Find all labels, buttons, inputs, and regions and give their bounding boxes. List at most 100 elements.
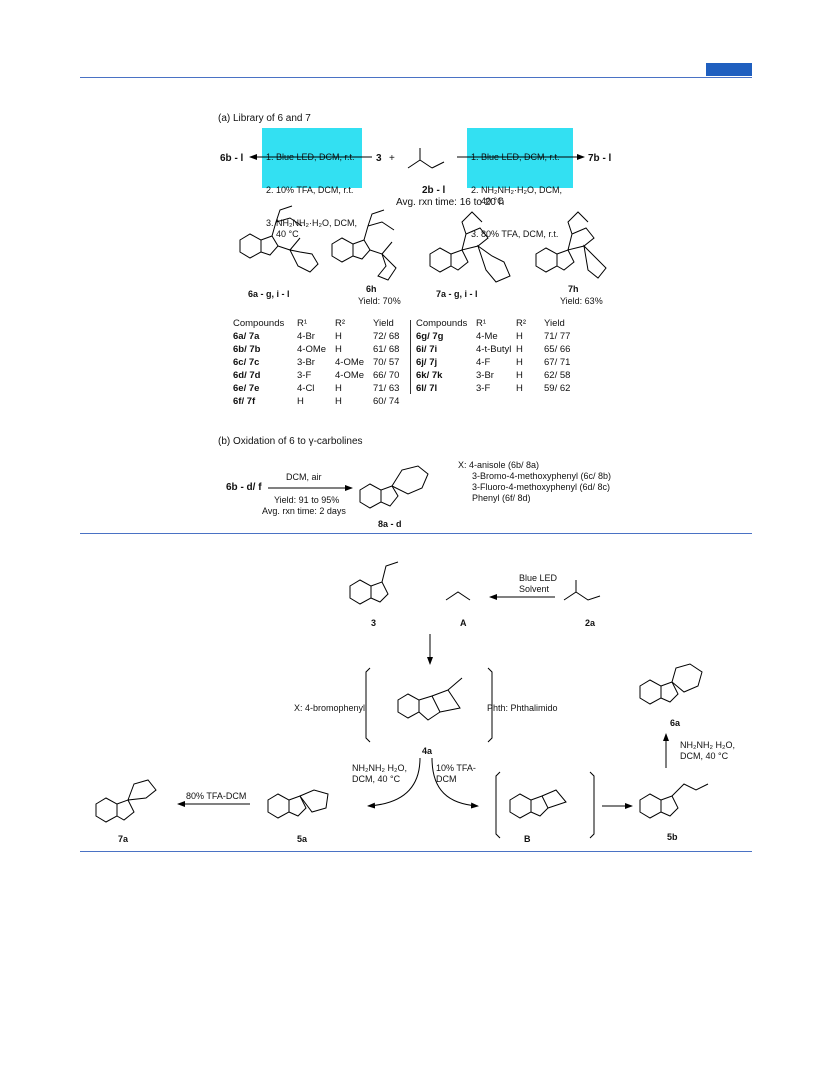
mech-label-5b: 5b	[667, 832, 678, 842]
x-item: 3-Fluoro-4-methoxyphenyl (6d/ 8c)	[472, 482, 611, 492]
cell-yield: 67/ 71	[544, 357, 571, 368]
structure-label-6h: 6h	[366, 284, 377, 294]
table-row: 6j/ 7j 4-F H 67/ 71	[416, 357, 581, 370]
cell-compound: 6a/ 7a	[233, 331, 260, 342]
right-product-label: 7b - l	[588, 153, 612, 164]
col-header: R²	[516, 318, 527, 329]
section-rule-2	[80, 851, 752, 852]
cell-compound: 6e/ 7e	[233, 383, 260, 394]
spiro-7a-mech-structure	[95, 779, 157, 823]
col-header: R¹	[297, 318, 308, 329]
header-accent-block	[706, 63, 752, 76]
panel-a-title: (a) Library of 6 and 7	[218, 113, 311, 124]
indole-3-structure	[349, 561, 399, 605]
spiro-7a-structure	[429, 211, 511, 283]
tfa-line: DCM	[436, 774, 457, 784]
cell-r2: H	[516, 344, 523, 355]
col-header: Compounds	[416, 318, 468, 329]
cell-r2: H	[516, 357, 523, 368]
col-header: Compounds	[233, 318, 285, 329]
mech-label-6a: 6a	[670, 718, 681, 728]
cell-r2: H	[516, 370, 523, 381]
mech-blue-led: Blue LED	[519, 573, 558, 583]
col-header: R²	[335, 318, 346, 329]
cyclopropane-4a-structure	[365, 667, 493, 743]
indole-5b-structure	[639, 783, 709, 819]
cell-r1: 3-F	[476, 383, 491, 394]
cell-compound: 6l/ 7l	[416, 383, 438, 394]
col-header: R¹	[476, 318, 487, 329]
x-item: X: 4-anisole (6b/ 8a)	[458, 460, 540, 470]
cell-yield: 65/ 66	[544, 344, 571, 355]
diazo-label: 2b - l	[422, 185, 446, 196]
cell-yield: 72/ 68	[373, 331, 400, 342]
right-conditions-box: 1. Blue LED, DCM, r.t. 2. NH₂NH₂·H₂O, DC…	[467, 128, 573, 239]
cell-r2: H	[335, 344, 342, 355]
cell-r1: 4-Me	[476, 331, 498, 342]
mech-label-A: A	[460, 618, 467, 628]
cell-r2: H	[335, 331, 342, 342]
tfa-line: 10% TFA-	[436, 763, 476, 773]
mech-hydrazine-right: NH₂NH₂ H₂O, DCM, 40 °C	[680, 740, 735, 762]
cell-compound: 6g/ 7g	[416, 331, 444, 342]
right-condition-3: 3. 80% TFA, DCM, r.t.	[471, 229, 559, 239]
cell-compound: 6k/ 7k	[416, 370, 443, 381]
right-condition-2: 2. NH₂NH₂·H₂O, DCM, 40 °C	[471, 185, 562, 206]
cell-yield: 71/ 63	[373, 383, 400, 394]
diazo-structure	[407, 148, 445, 169]
mech-label-4a: 4a	[422, 746, 433, 756]
hydrazine-line: DCM, 40 °C	[352, 774, 401, 784]
left-product-label: 6b - l	[220, 153, 244, 164]
header-rule	[80, 77, 752, 78]
cell-compound: 6f/ 7f	[233, 396, 256, 407]
structure-label-7a: 7a - g, i - l	[436, 289, 478, 299]
mech-phth-def: Phth: Phthalimido	[487, 703, 558, 713]
avg-time: Avg. rxn time: 16 to 20 h	[396, 197, 505, 208]
left-conditions-box: 1. Blue LED, DCM, r.t. 2. 10% TFA, DCM, …	[262, 128, 362, 239]
mech-label-2a: 2a	[585, 618, 596, 628]
cell-r2: H	[516, 383, 523, 394]
cell-r1: 3-Br	[297, 357, 315, 368]
aziridine-5a-structure	[267, 789, 329, 819]
lactam-6a-structure	[639, 663, 703, 705]
mech-hydrazine-left: NH₂NH₂ H₂O, DCM, 40 °C	[352, 763, 407, 785]
structure-label-6a: 6a - g, i - l	[248, 289, 290, 299]
mech-label-B: B	[524, 834, 531, 844]
cell-r1: 4-OMe	[297, 344, 327, 355]
carboline-8a-structure	[359, 465, 429, 509]
section-rule-1	[80, 533, 752, 534]
mech-label-3: 3	[371, 618, 377, 628]
cell-r1: 4-Br	[297, 331, 315, 342]
col-header: Yield	[373, 318, 394, 329]
panel-b-condition: DCM, air	[286, 472, 322, 482]
cell-r2: H	[516, 331, 523, 342]
hydrazine-line: NH₂NH₂ H₂O,	[680, 740, 735, 750]
cell-r1: 4-F	[476, 357, 491, 368]
cell-r2: H	[335, 396, 342, 407]
hydrazine-line: DCM, 40 °C	[680, 751, 729, 761]
cell-compound: 6d/ 7d	[233, 370, 261, 381]
cell-compound: 6j/ 7j	[416, 357, 438, 368]
mech-solvent: Solvent	[519, 584, 550, 594]
carbene-A-structure	[445, 591, 471, 601]
cell-compound: 6i/ 7i	[416, 344, 438, 355]
cell-yield: 61/ 68	[373, 344, 400, 355]
cell-yield: 59/ 62	[544, 383, 571, 394]
cell-yield: 66/ 70	[373, 370, 400, 381]
cell-yield: 71/ 77	[544, 331, 571, 342]
cell-yield: 60/ 74	[373, 396, 400, 407]
diazo-2a-structure	[563, 580, 601, 601]
cell-r2: 4-OMe	[335, 370, 365, 381]
col-header: Yield	[544, 318, 565, 329]
intermediate-B-structure	[495, 771, 595, 839]
plus-sign: +	[389, 153, 395, 164]
mech-x-def: X: 4-bromophenyl	[294, 703, 366, 713]
curved-arrow-left	[367, 757, 421, 809]
table-divider	[410, 320, 411, 394]
